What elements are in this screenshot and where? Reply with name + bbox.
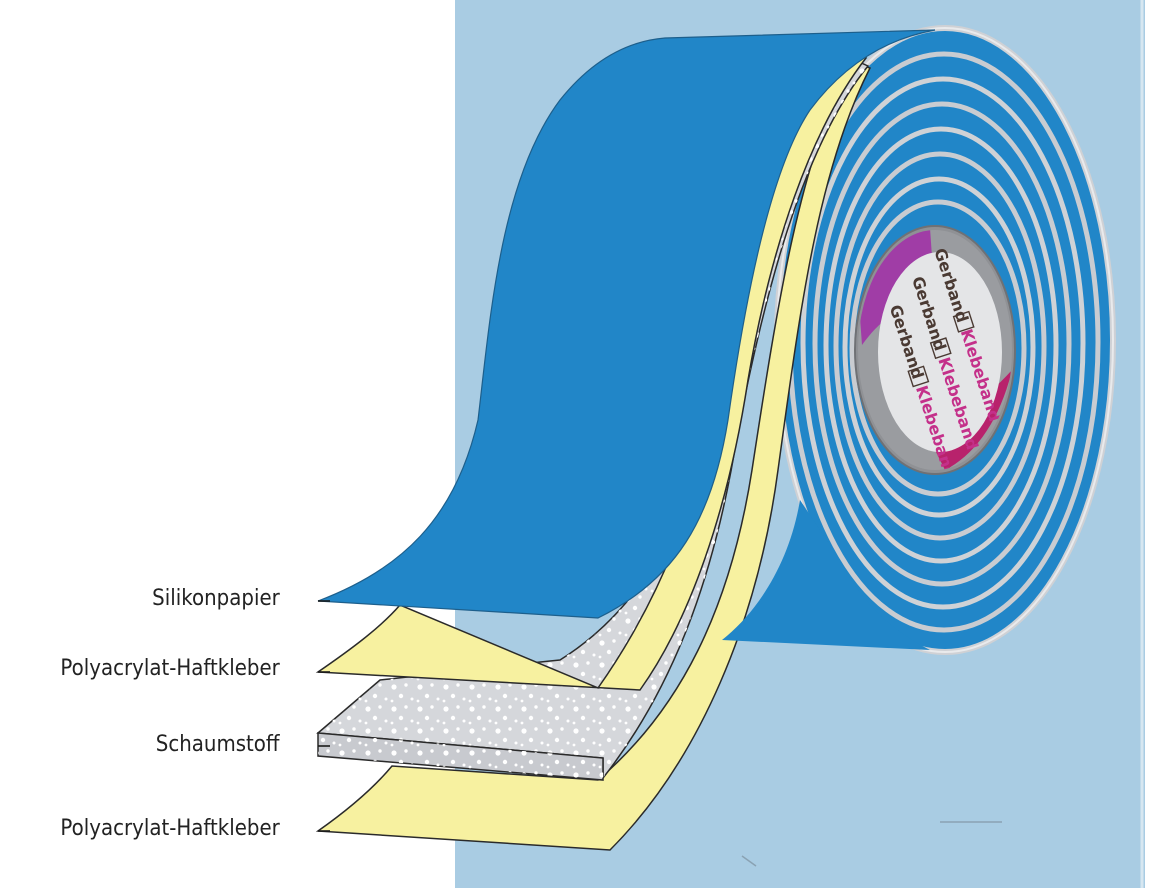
roll-body <box>722 500 930 650</box>
label-schaumstoff: Schaumstoff <box>156 732 280 757</box>
label-polyacrylat-haftkleber-top: Polyacrylat-Haftkleber <box>60 656 280 681</box>
label-silikonpapier: Silikonpapier <box>152 586 280 611</box>
silikonpapier-sheet <box>317 29 936 619</box>
core-logo-icon <box>952 310 975 333</box>
core-logo-icon <box>907 365 930 388</box>
core-interior: Gerband Klebeband Gerband Klebeband Gerb… <box>858 230 1012 470</box>
core-logo-icon <box>929 337 952 360</box>
background-mark <box>741 855 757 867</box>
leader-lines <box>318 600 330 832</box>
label-polyacrylat-haftkleber-bottom: Polyacrylat-Haftkleber <box>60 816 280 841</box>
